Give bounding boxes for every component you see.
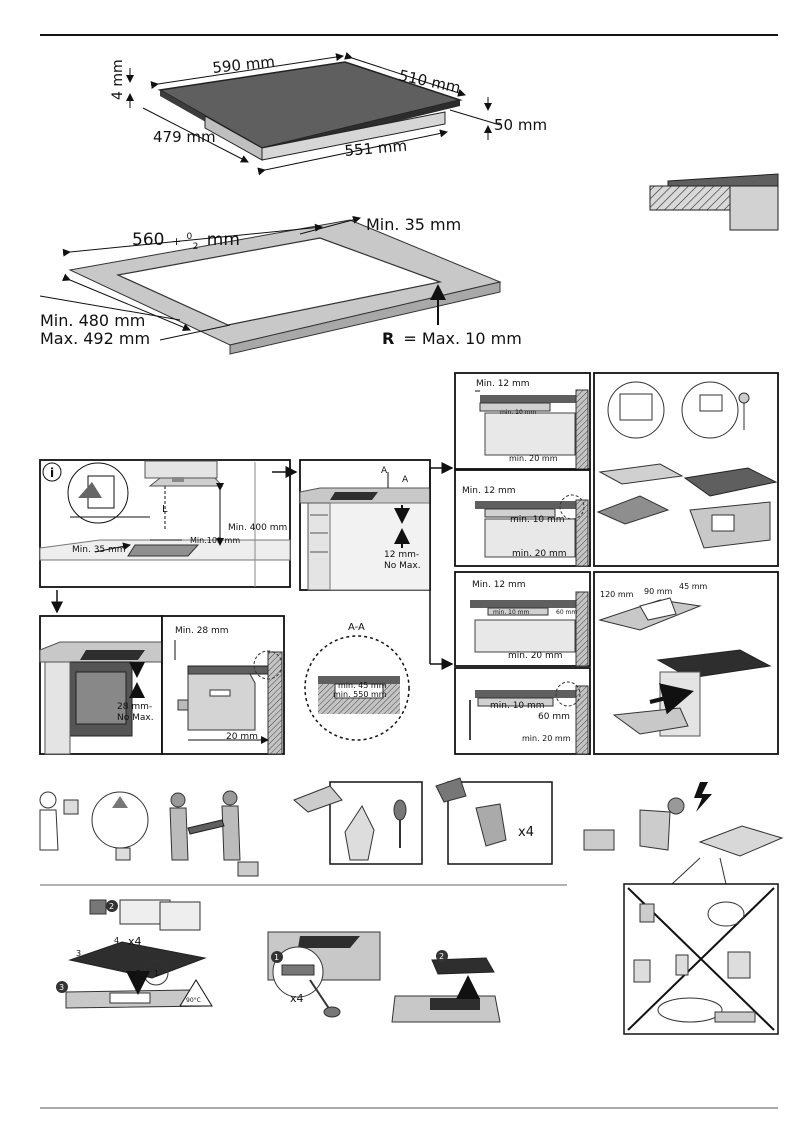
vent-panel-2 [454,469,591,567]
cut-45: 45 mm [679,582,708,591]
remove-count: x4 [290,992,304,1005]
aa-min45: min. 45 mm [338,681,387,690]
vp4-min20: min. 20 mm [522,734,571,743]
remove-step2-badge: 2 [439,952,444,961]
dim-box-depth-label: 479 mm [153,128,216,146]
install-screws-count: x4 [128,935,142,948]
clips-panel [435,777,553,865]
hood-clearance-panel [39,459,291,588]
dim-box-width-label: 551 mm [344,137,408,160]
vp2-min20: min. 20 mm [512,549,567,559]
section-a-left: A [381,466,388,476]
vp3-min10: min. 10 mm [493,609,530,616]
oven-section-panel [161,615,285,755]
dim-thickness-label: 4 mm [110,59,126,100]
oven-gap-line1: 28 mm- [117,702,152,712]
tools-required-panel [293,781,423,865]
hood-min-35: Min. 35 mm [72,545,126,555]
cutout-radius-label: R = Max. 10 mm [382,329,522,348]
install-step-panel [56,899,213,1009]
two-person-lift-figure [169,790,259,877]
cutout-width-label: 560 + 0 2 mm [132,224,240,254]
reading-manual-figure [39,791,149,861]
vp3-min12: Min. 12 mm [472,580,526,590]
hood-min-400: Min. 400 mm [228,523,287,533]
vp1-min20: min. 20 mm [509,454,558,463]
section-gap-line1: 12 mm- [384,550,419,560]
remove-step1-badge: 1 [274,953,279,962]
install-corner-4: 4 [114,936,119,945]
hood-min-100: Min.100 mm [190,536,240,545]
cut-90: 90 mm [644,587,673,596]
vp1-min12: Min. 12 mm [476,379,530,389]
install-step3-badge: 3 [59,983,64,992]
dim-box-height-label: 50 mm [494,116,547,134]
connector-arrows [429,462,454,670]
oven-twenty: 20 mm [226,732,258,742]
vp4-min10: min. 10 mm [490,701,545,711]
section-a-right: A [402,475,409,485]
install-step2-badge: 2 [109,902,114,911]
install-corner-1: 1 [154,969,159,978]
removal-step-panel [267,931,501,1023]
hood-letter-l: L [162,504,168,515]
cutout-depth-max-label: Max. 492 mm [40,329,150,348]
vp3-60: 60 mm [556,609,577,616]
cut-120: 120 mm [600,590,634,599]
hob-dimension-drawing [126,52,501,176]
aa-detail-circle [304,635,410,741]
section-gap-line2: No Max. [384,561,421,571]
vp3-min20: min. 20 mm [508,651,563,661]
vp1-min10: min. 10 mm [500,409,537,416]
vent-panel-1 [454,372,591,470]
panel-cut-panel [593,571,779,755]
vp2-min10: min. 10 mm [510,515,565,525]
oven-min-28: Min. 28 mm [175,626,229,636]
vp4-60: 60 mm [538,712,570,722]
cutout-min-rear-label: Min. 35 mm [366,215,461,234]
clips-count: x4 [518,825,534,840]
worktop-cutout-drawing [39,215,502,355]
oven-install-panel [39,615,163,755]
vp2-min12: Min. 12 mm [462,486,516,496]
aa-min550: min. 550 mm [333,690,387,699]
no-extension-panel [623,857,779,1035]
electrician-figure [583,782,784,857]
install-corner-3: 3 [76,949,81,958]
section-view-panel [299,459,431,591]
oven-gap-line2: No Max. [117,713,154,723]
cutout-depth-min-label: Min. 480 mm [40,311,145,330]
hood-info-icon: i [50,466,54,480]
vent-panel-4 [454,667,591,755]
aa-title: A-A [348,622,365,633]
vent-panel-3 [454,571,591,667]
counter-edge-detail [649,173,779,231]
install-temp: 90°C [186,997,201,1004]
kit-contents-panel [593,372,779,567]
